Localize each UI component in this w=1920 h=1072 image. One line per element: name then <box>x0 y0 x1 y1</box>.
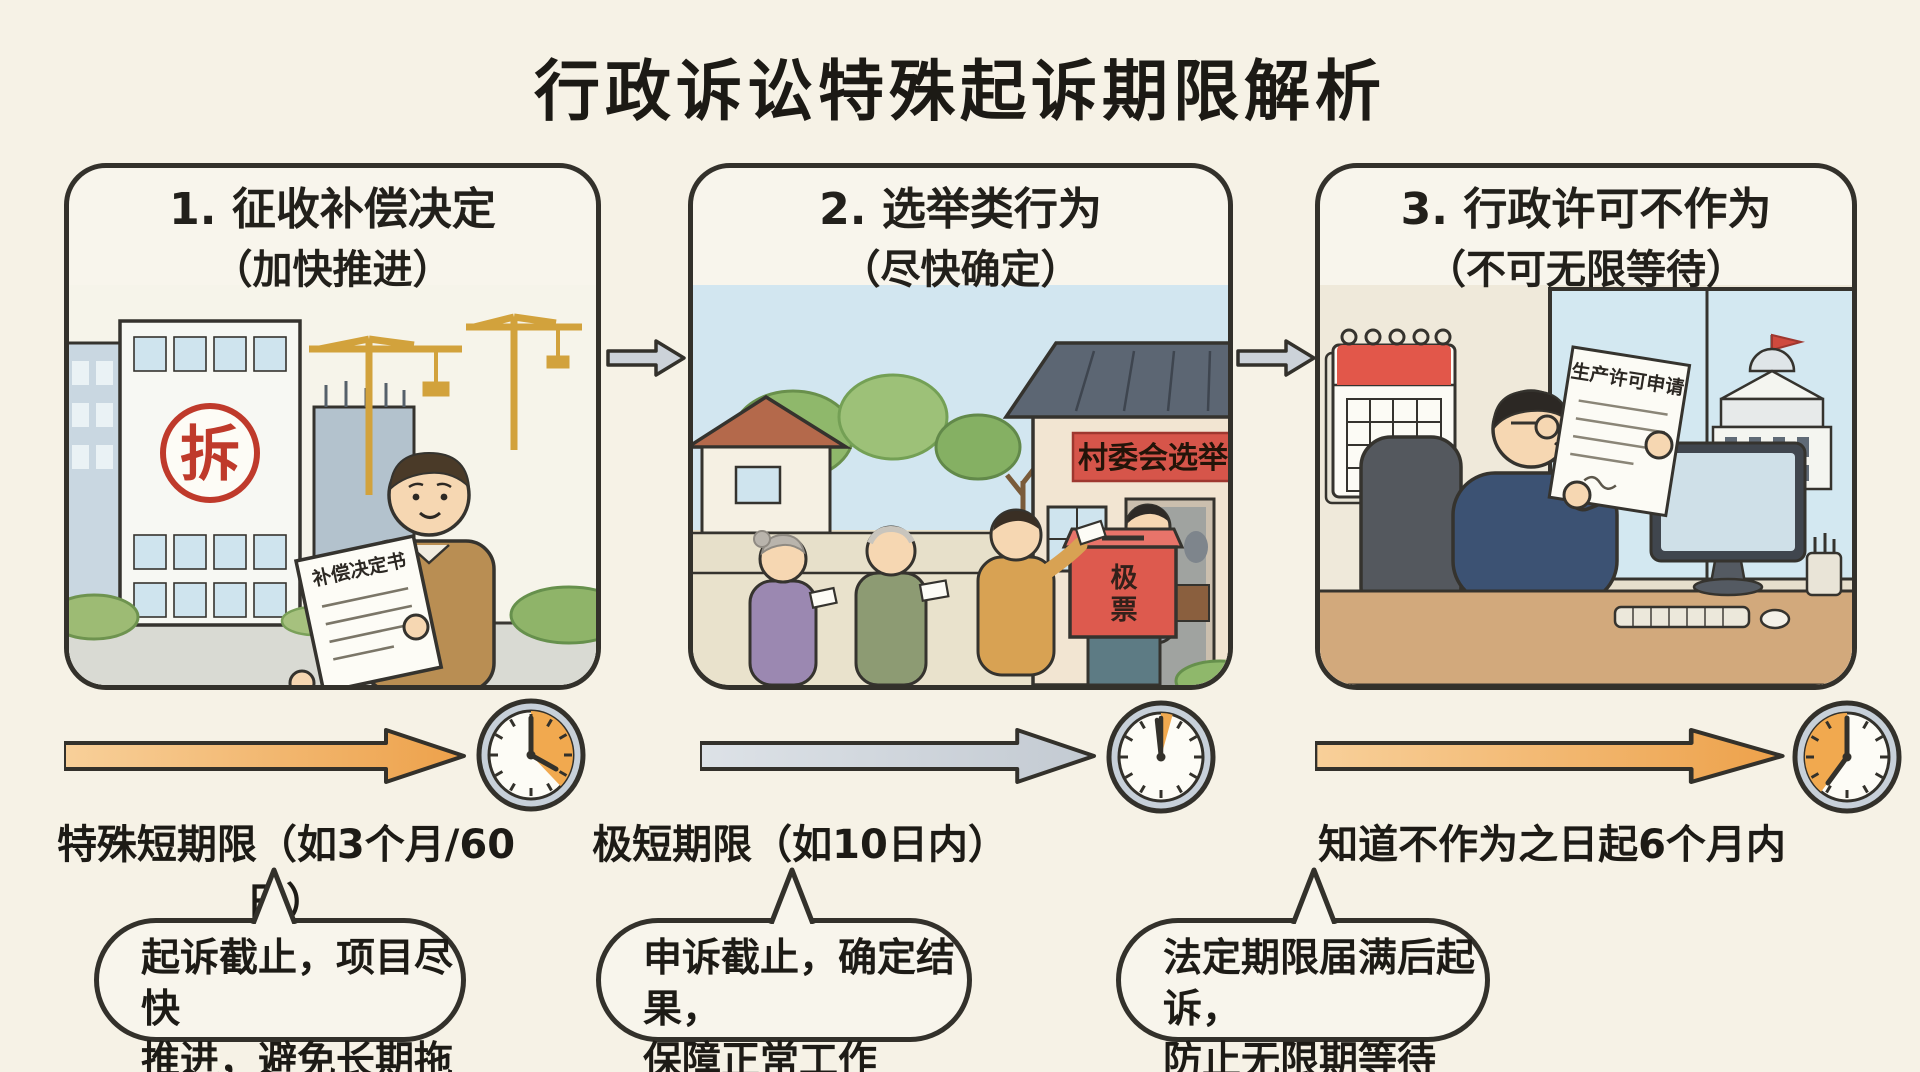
license-application-document: 生产许可申请 <box>1547 345 1692 518</box>
page-title: 行政诉讼特殊起诉期限解析 <box>534 53 1386 130</box>
timeline-caption-3: 知道不作为之日起6个月内 <box>1318 822 1786 868</box>
person-with-document: 补偿决定书 <box>288 451 496 685</box>
panel1-subheading: （加快推进） <box>212 247 453 293</box>
bubble-tail-icon-2 <box>768 867 816 924</box>
hand <box>1562 480 1592 510</box>
elderly-man-voter <box>854 525 950 685</box>
panel1-illustration: 拆 补偿决定书 <box>69 285 596 685</box>
demolition-sign-circle <box>160 403 260 503</box>
panel3-heading: 3. 行政许可不作为 <box>1400 184 1772 235</box>
crane-icon <box>309 313 582 495</box>
demolition-sign-character: 拆 <box>180 420 240 490</box>
timeline-arrow-icon-1 <box>64 728 466 784</box>
desk-items <box>1613 533 1843 630</box>
bubble2-line2: 保障正常工作 <box>643 1038 878 1072</box>
demolition-building: 拆 <box>118 319 302 627</box>
village-house <box>693 394 853 535</box>
bubble1-line2: 推进，避免长期拖延 <box>141 1038 454 1072</box>
panel2-illustration: 村委会选举 极 票 <box>693 285 1228 685</box>
bubble-tail-icon-1 <box>250 867 298 924</box>
bubble1-line1: 起诉截止，项目尽快 <box>141 936 454 1033</box>
speech-bubble-2: 申诉截止，确定结果， 保障正常工作 <box>596 918 972 1072</box>
panel-license-inaction: 3. 行政许可不作为 （不可无限等待） <box>1315 163 1857 690</box>
elderly-woman-voter <box>748 530 838 685</box>
timeline-caption-2: 极短期限（如10日内） <box>592 822 1008 868</box>
panel-connector-arrow-icon <box>606 339 686 377</box>
panel-election: 2. 选举类行为 （尽快确定） 村委会选举 <box>688 163 1233 690</box>
panel3-subheading: （不可无限等待） <box>1426 247 1746 293</box>
panel1-heading: 1. 征收补偿决定 <box>169 184 496 235</box>
bubble3-line1: 法定期限届满后起诉， <box>1163 936 1476 1033</box>
panel2-heading: 2. 选举类行为 <box>819 184 1102 235</box>
speech-bubble-3: 法定期限届满后起诉， 防止无限期等待 <box>1116 918 1490 1072</box>
hand <box>1644 430 1674 460</box>
voter-casting-ballot <box>976 508 1108 677</box>
compensation-document: 补偿决定书 <box>293 533 444 685</box>
computer-monitor-icon <box>1649 441 1807 597</box>
bubble-tail-icon-3 <box>1290 867 1338 924</box>
bubble2-line1: 申诉截止，确定结果， <box>643 936 956 1033</box>
speech-bubble-1: 起诉截止，项目尽快 推进，避免长期拖延 <box>94 918 466 1072</box>
panel2-subheading: （尽快确定） <box>840 247 1081 293</box>
clock-icon-2 <box>1106 700 1216 814</box>
timeline-arrow-icon-3 <box>1315 728 1785 784</box>
panel-expropriation: 1. 征收补偿决定 （加快推进） <box>64 163 601 690</box>
ballot-box-label-top: 极 <box>1111 563 1138 594</box>
bush <box>1174 659 1228 685</box>
timeline-arrow-icon-2 <box>700 728 1097 784</box>
clock-icon-3 <box>1792 700 1902 814</box>
election-banner-text: 村委会选举 <box>1078 441 1228 476</box>
panel-connector-arrow-icon <box>1236 339 1316 377</box>
ballot-box-label-bottom: 票 <box>1111 595 1138 626</box>
panel3-illustration: 生产许可申请 <box>1320 285 1852 685</box>
desk <box>1320 589 1852 685</box>
clock-icon-1 <box>476 698 586 812</box>
election-banner <box>1071 431 1228 483</box>
bubble3-line2: 防止无限期等待 <box>1163 1038 1437 1072</box>
